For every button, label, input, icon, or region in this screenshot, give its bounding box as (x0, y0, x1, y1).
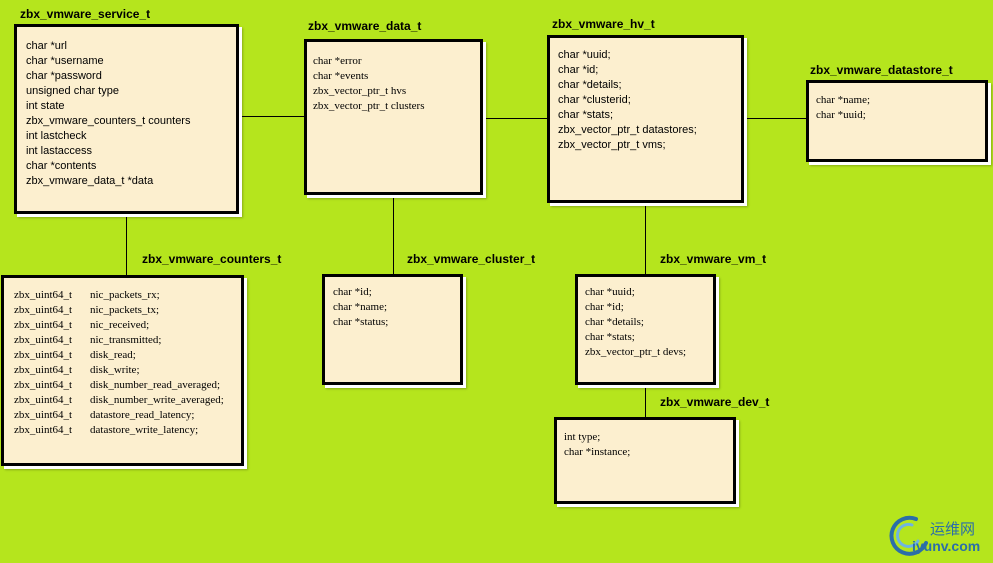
data-title: zbx_vmware_data_t (308, 19, 422, 33)
data-field: char *error (313, 55, 362, 67)
counters-field: zbx_uint64_t disk_number_write_averaged; (14, 393, 241, 408)
service-title: zbx_vmware_service_t (20, 7, 151, 21)
counters-field-name: disk_number_write_averaged; (90, 394, 224, 406)
counters-field-name: disk_read; (90, 349, 136, 361)
connector-hv-vm (645, 201, 646, 275)
counters-field-name: nic_packets_tx; (90, 304, 160, 316)
service-field: int state (26, 100, 65, 112)
dev-struct-box[interactable]: int type; char *instance; (554, 417, 736, 504)
hv-field: char *id; (558, 64, 599, 76)
datastore-field: char *name; (816, 94, 871, 106)
data-field: char *events (313, 70, 369, 82)
dev-field-list: int type; char *instance; (557, 420, 733, 501)
counters-struct-box[interactable]: zbx_uint64_t nic_packets_rx; zbx_uint64_t… (1, 275, 244, 466)
service-field: char *contents (26, 160, 97, 172)
counters-field: zbx_uint64_t nic_transmitted; (14, 333, 241, 348)
counters-field: zbx_uint64_t disk_number_read_averaged; (14, 378, 241, 393)
dev-field: int type; (564, 431, 601, 443)
vm-field-list: char *uuid; char *id; char *details; cha… (578, 277, 713, 382)
counters-field: zbx_uint64_t disk_read; (14, 348, 241, 363)
counters-field: zbx_uint64_t datastore_write_latency; (14, 423, 241, 438)
cluster-title: zbx_vmware_cluster_t (407, 252, 536, 266)
vm-field: char *details; (585, 316, 644, 328)
service-field-list: char *url char *username char *password … (17, 27, 236, 211)
service-struct-box[interactable]: char *url char *username char *password … (14, 24, 239, 214)
vm-title: zbx_vmware_vm_t (660, 252, 767, 266)
counters-field-type: zbx_uint64_t (14, 319, 73, 331)
service-field: zbx_vmware_counters_t counters (26, 115, 191, 127)
service-field: int lastcheck (26, 130, 87, 142)
counters-field-type: zbx_uint64_t (14, 304, 73, 316)
hv-struct-box[interactable]: char *uuid; char *id; char *details; cha… (547, 35, 744, 203)
iyunv-logo-icon (889, 515, 928, 556)
counters-field-type: zbx_uint64_t (14, 334, 73, 346)
connector-data-hv (482, 118, 548, 119)
connector-service-counters (126, 214, 127, 275)
counters-field-name: datastore_write_latency; (90, 424, 199, 436)
data-field-list: char *error char *events zbx_vector_ptr_… (307, 42, 480, 192)
counters-field-type: zbx_uint64_t (14, 409, 73, 421)
counters-field-name: datastore_read_latency; (90, 409, 195, 421)
counters-field-list: zbx_uint64_t nic_packets_rx; zbx_uint64_t… (4, 278, 241, 463)
service-field: char *url (26, 40, 67, 52)
connector-service-data (238, 116, 305, 117)
dev-field: char *instance; (564, 446, 631, 458)
watermark-cn: 运维网 (930, 520, 976, 538)
hv-field: zbx_vector_ptr_t vms; (558, 139, 666, 151)
cluster-field: char *name; (333, 301, 388, 313)
counters-field-type: zbx_uint64_t (14, 364, 73, 376)
counters-field-type: zbx_uint64_t (14, 424, 73, 436)
datastore-title: zbx_vmware_datastore_t (810, 63, 953, 77)
datastore-struct-box[interactable]: char *name; char *uuid; (806, 80, 988, 162)
counters-field-name: nic_transmitted; (90, 334, 162, 346)
hv-field-list: char *uuid; char *id; char *details; cha… (550, 38, 741, 200)
vm-field: zbx_vector_ptr_t devs; (585, 346, 687, 358)
service-field: char *password (26, 70, 102, 82)
counters-field: zbx_uint64_t nic_packets_tx; (14, 303, 241, 318)
vm-struct-box[interactable]: char *uuid; char *id; char *details; cha… (575, 274, 716, 385)
counters-field: zbx_uint64_t datastore_read_latency; (14, 408, 241, 423)
counters-field-type: zbx_uint64_t (14, 349, 73, 361)
watermark-en: iyunv.com (912, 538, 981, 554)
dev-title: zbx_vmware_dev_t (660, 395, 770, 409)
counters-field-type: zbx_uint64_t (14, 394, 73, 406)
counters-field: zbx_uint64_t disk_write; (14, 363, 241, 378)
service-field: int lastaccess (26, 145, 93, 157)
hv-field: char *stats; (558, 109, 614, 121)
data-field: zbx_vector_ptr_t clusters (313, 100, 425, 112)
hv-field: zbx_vector_ptr_t datastores; (558, 124, 697, 136)
cluster-field: char *id; (333, 286, 372, 298)
counters-field-name: disk_number_read_averaged; (90, 379, 221, 391)
hv-field: char *details; (558, 79, 622, 91)
data-field: zbx_vector_ptr_t hvs (313, 85, 407, 97)
cluster-struct-box[interactable]: char *id; char *name; char *status; (322, 274, 463, 385)
counters-field: zbx_uint64_t nic_received; (14, 318, 241, 333)
counters-field-name: disk_write; (90, 364, 140, 376)
cluster-field-list: char *id; char *name; char *status; (325, 277, 460, 382)
datastore-field-list: char *name; char *uuid; (809, 83, 985, 159)
service-field: zbx_vmware_data_t *data (26, 175, 154, 187)
counters-field: zbx_uint64_t nic_packets_rx; (14, 288, 241, 303)
counters-field-type: zbx_uint64_t (14, 379, 73, 391)
hv-field: char *clusterid; (558, 94, 631, 106)
counters-field-name: nic_packets_rx; (90, 289, 160, 301)
vm-field: char *stats; (585, 331, 635, 343)
vm-field: char *id; (585, 301, 624, 313)
connector-vm-dev (645, 383, 646, 417)
counters-field-name: nic_received; (90, 319, 150, 331)
connector-data-cluster (393, 194, 394, 275)
service-field: char *username (26, 55, 104, 67)
hv-title: zbx_vmware_hv_t (552, 17, 655, 31)
counters-title: zbx_vmware_counters_t (142, 252, 282, 266)
data-struct-box[interactable]: char *error char *events zbx_vector_ptr_… (304, 39, 483, 195)
connector-hv-datastore (743, 118, 807, 119)
hv-field: char *uuid; (558, 49, 611, 61)
datastore-field: char *uuid; (816, 109, 866, 121)
service-field: unsigned char type (26, 85, 119, 97)
cluster-field: char *status; (333, 316, 389, 328)
counters-field-type: zbx_uint64_t (14, 289, 73, 301)
vm-field: char *uuid; (585, 286, 635, 298)
